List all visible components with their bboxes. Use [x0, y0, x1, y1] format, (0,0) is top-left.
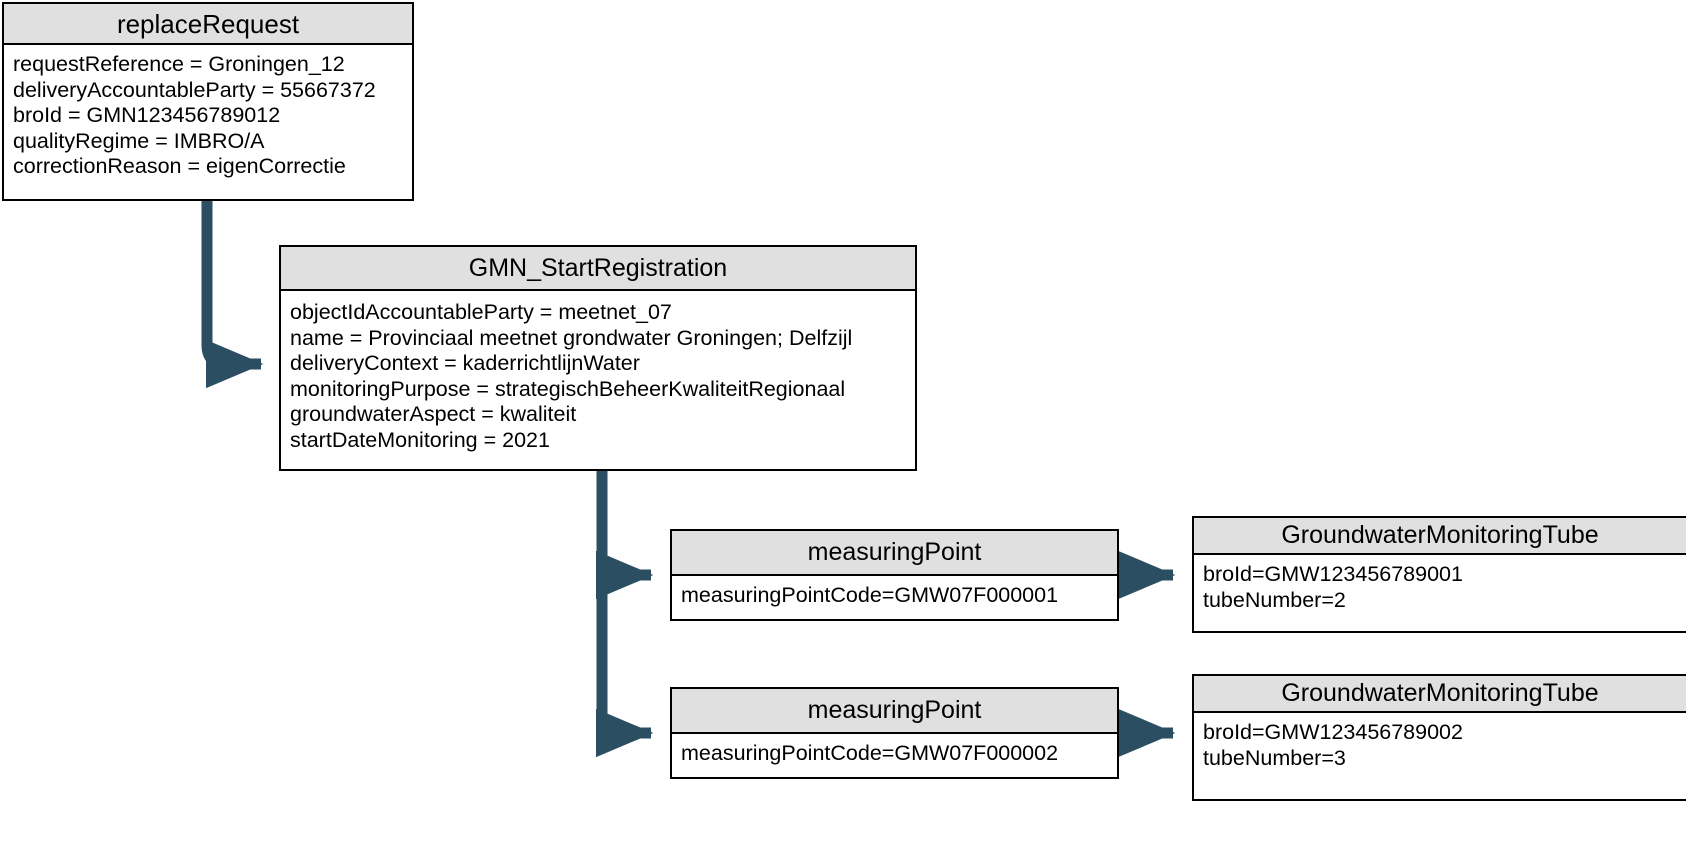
object-box-title-groundwater-monitoring-tube-1: GroundwaterMonitoringTube — [1194, 518, 1686, 555]
object-box-title-measuring-point-2: measuringPoint — [672, 689, 1117, 734]
object-box-attributes-replace-request: requestReference = Groningen_12 delivery… — [4, 45, 412, 186]
object-box-measuring-point-1: measuringPoint measuringPointCode=GMW07F… — [670, 529, 1119, 621]
attribute-line: deliveryAccountableParty = 55667372 — [13, 77, 376, 102]
attribute-line: broId=GMW123456789001 — [1203, 562, 1463, 586]
object-box-title-measuring-point-1: measuringPoint — [672, 531, 1117, 576]
object-box-attributes-gmn-start-registration: objectIdAccountableParty = meetnet_07 na… — [281, 291, 915, 459]
attribute-line: monitoringPurpose = strategischBeheerKwa… — [290, 376, 846, 401]
object-box-title-gmn-start-registration: GMN_StartRegistration — [281, 247, 915, 291]
attribute-line: measuringPointCode=GMW07F000001 — [681, 583, 1059, 607]
attribute-line: broId=GMW123456789002 — [1203, 720, 1463, 744]
object-box-attributes-measuring-point-1: measuringPointCode=GMW07F000001 — [672, 576, 1117, 615]
object-box-attributes-groundwater-monitoring-tube-1: broId=GMW123456789001 tubeNumber=2 — [1194, 555, 1686, 619]
object-box-replace-request: replaceRequest requestReference = Gronin… — [2, 2, 414, 201]
attribute-line: groundwaterAspect = kwaliteit — [290, 402, 577, 426]
connector-gmn-start-to-measuring-point-1 — [596, 550, 654, 600]
connector-replace-request-to-gmn-start — [201, 201, 264, 389]
attribute-line: correctionReason = eigenCorrectie — [13, 154, 346, 178]
connector-gmn-start-to-measuring-point-2 — [596, 708, 654, 758]
attribute-line: objectIdAccountableParty = meetnet_07 — [290, 300, 672, 324]
attribute-line: requestReference = Groningen_12 — [13, 52, 345, 76]
attribute-line: qualityRegime = IMBRO/A — [13, 128, 265, 153]
object-box-gmn-start-registration: GMN_StartRegistration objectIdAccountabl… — [279, 245, 917, 471]
attribute-line: name = Provinciaal meetnet grondwater Gr… — [290, 325, 853, 350]
attribute-line: deliveryContext = kaderrichtlijnWater — [290, 351, 640, 375]
attribute-line: startDateMonitoring = 2021 — [290, 427, 550, 452]
attribute-line: measuringPointCode=GMW07F000002 — [681, 741, 1059, 765]
object-box-attributes-measuring-point-2: measuringPointCode=GMW07F000002 — [672, 734, 1117, 773]
attribute-line: broId = GMN123456789012 — [13, 103, 281, 127]
attribute-line: tubeNumber=3 — [1203, 745, 1346, 770]
object-box-title-replace-request: replaceRequest — [4, 4, 412, 45]
object-box-title-groundwater-monitoring-tube-2: GroundwaterMonitoringTube — [1194, 676, 1686, 713]
object-box-measuring-point-2: measuringPoint measuringPointCode=GMW07F… — [670, 687, 1119, 779]
object-box-attributes-groundwater-monitoring-tube-2: broId=GMW123456789002 tubeNumber=3 — [1194, 713, 1686, 777]
object-box-groundwater-monitoring-tube-2: GroundwaterMonitoringTube broId=GMW12345… — [1192, 674, 1686, 801]
attribute-line: tubeNumber=2 — [1203, 587, 1346, 612]
object-box-groundwater-monitoring-tube-1: GroundwaterMonitoringTube broId=GMW12345… — [1192, 516, 1686, 633]
